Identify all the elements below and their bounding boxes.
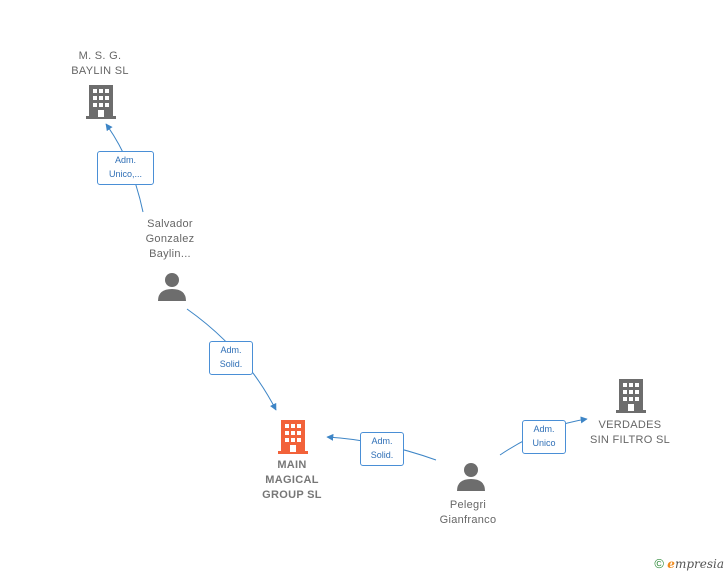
brand-logo[interactable]: empresia — [667, 557, 724, 571]
node-label-verdades: VERDADES SIN FILTRO SL — [589, 419, 671, 446]
copyright-notice: © empresia — [654, 556, 724, 571]
node-label-msg-baylin: M. S. G. BAYLIN SL — [71, 50, 129, 77]
brand-name: mpresia — [674, 557, 724, 571]
building-icon — [616, 379, 646, 413]
copyright-icon: © — [654, 556, 664, 571]
node-label-salvador: Salvador Gonzalez Baylin... — [145, 218, 195, 260]
edge-label-salvador-to-main[interactable]: Adm. Solid. — [209, 341, 253, 375]
node-salvador[interactable]: Salvador Gonzalez Baylin... — [120, 217, 220, 262]
node-msg-baylin[interactable]: M. S. G. BAYLIN SL — [50, 49, 150, 79]
node-verdades[interactable]: VERDADES SIN FILTRO SL — [572, 418, 688, 448]
person-icon — [158, 273, 186, 301]
node-label-pelegri: Pelegri Gianfranco — [439, 499, 497, 526]
person-icon — [457, 463, 485, 491]
edge-label-salvador-to-msg[interactable]: Adm. Unico,... — [97, 151, 154, 185]
brand-initial: e — [667, 557, 675, 571]
building-icon — [86, 85, 116, 119]
building-icon — [278, 420, 308, 454]
node-pelegri[interactable]: Pelegri Gianfranco — [418, 498, 518, 528]
edge-label-pelegri-to-verdades[interactable]: Adm. Unico — [522, 420, 566, 454]
node-main-magical[interactable]: MAIN MAGICAL GROUP SL — [242, 458, 342, 503]
node-label-main-magical: MAIN MAGICAL GROUP SL — [262, 459, 322, 501]
edge-label-pelegri-to-main[interactable]: Adm. Solid. — [360, 432, 404, 466]
